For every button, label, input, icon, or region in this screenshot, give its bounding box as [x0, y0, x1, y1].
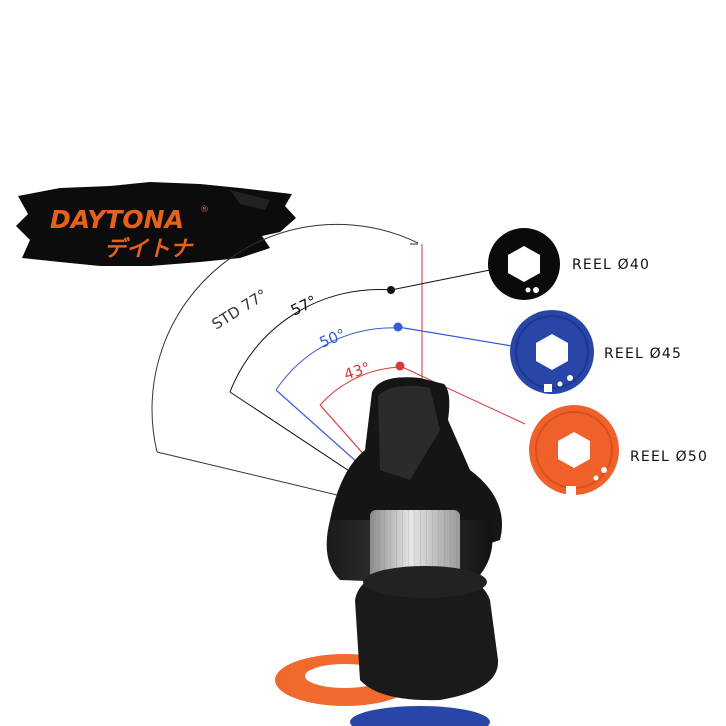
angle-label-43: 43°	[342, 358, 373, 383]
arc-50	[275, 327, 399, 391]
logo-brush-background	[16, 182, 296, 266]
reel-50-label: REEL Ø50	[630, 449, 708, 465]
angle-label-57: 57°	[288, 292, 320, 320]
angle-label-50: 50°	[317, 325, 348, 352]
reel-45-hex-hole	[536, 334, 568, 370]
reel-40: REEL Ø40	[488, 228, 650, 300]
brand-logo: DAYTONA ® デイトナ	[16, 182, 296, 266]
reel-40-label: REEL Ø40	[572, 257, 650, 273]
reel-40-hex-hole	[508, 246, 540, 282]
logo-katakana: デイトナ	[104, 236, 194, 262]
angle-label-std-77: STD 77°	[209, 285, 271, 333]
throttle-grip-illustration	[275, 377, 502, 726]
logo-registered-mark: ®	[200, 205, 209, 215]
reel-50: REEL Ø50	[529, 405, 708, 496]
arc-43	[319, 366, 401, 406]
blue-reel-bottom	[350, 706, 490, 726]
arc-std-77	[151, 223, 419, 453]
grip-end-cap	[355, 570, 499, 701]
logo-brand-name: DAYTONA	[50, 205, 184, 234]
reel-45: REEL Ø45	[510, 310, 682, 394]
reel-50-hex-hole	[558, 432, 590, 468]
arc-57	[229, 289, 393, 393]
reel-45-label: REEL Ø45	[604, 346, 682, 362]
